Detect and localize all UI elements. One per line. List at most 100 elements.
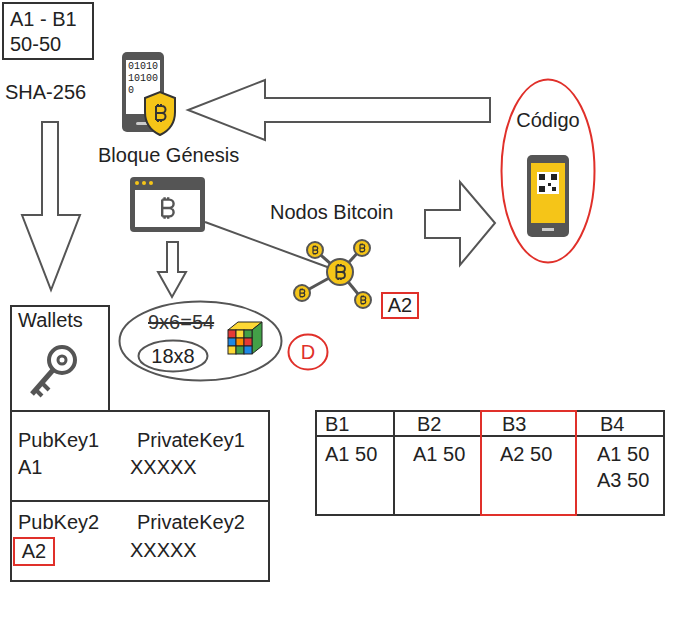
node-text: B1 <box>325 412 349 436</box>
browser-dot <box>135 181 139 185</box>
qr-phone-button <box>542 228 554 231</box>
node-text: A1 <box>18 455 42 479</box>
node-text: A2 <box>22 539 46 564</box>
qr-cell <box>539 186 545 192</box>
node-text: Wallets <box>18 308 83 332</box>
bitcoin-symbol <box>336 264 345 280</box>
node-text: 18x8 <box>151 344 194 368</box>
binary-text: 01010 <box>128 61 158 73</box>
node-text: Código <box>516 108 579 132</box>
binary-text: 10100 <box>128 73 158 85</box>
cube-square <box>244 330 252 338</box>
node-text: XXXXX <box>130 538 197 562</box>
ellipse-shape <box>289 335 328 370</box>
qr-cell <box>539 174 545 180</box>
qr-cell <box>551 174 557 180</box>
marker-circle: D <box>287 333 329 371</box>
bitcoin-coin <box>327 259 353 285</box>
block-column: B1 A1 50 <box>315 410 395 516</box>
block-column: B3 A2 50 <box>480 410 577 516</box>
block-column: B2 A1 50 <box>393 410 482 516</box>
header-rule <box>395 435 480 437</box>
node-text: B4 <box>600 412 624 436</box>
node-text: PubKey2 <box>18 510 99 534</box>
cube-square <box>244 346 252 354</box>
label-text: Bloque Génesis <box>98 143 239 167</box>
bitcoin-coin <box>354 240 370 256</box>
node-text: B3 <box>502 412 526 436</box>
bitcoin-symbol <box>313 246 318 255</box>
key-row: PubKey1 PrivateKey1A1 XXXXX <box>10 410 270 502</box>
node-text: A1 - B1 <box>10 7 77 31</box>
bitcoin-coin <box>355 292 371 308</box>
ellipse-shape <box>120 302 282 381</box>
wallets-box: Wallets <box>10 305 110 412</box>
hollow-arrow-left <box>188 80 490 140</box>
bitcoin-coin <box>307 242 323 258</box>
label-text: Nodos Bitcoin <box>270 200 393 224</box>
browser-content <box>135 190 200 227</box>
label-text: SHA-256 <box>5 80 86 104</box>
key-shaft <box>32 370 53 394</box>
cube-square <box>244 338 252 346</box>
qr-code <box>537 172 559 194</box>
node-text: B2 <box>417 412 441 436</box>
cube-square <box>236 346 244 354</box>
qr-cell <box>552 187 556 191</box>
browser-dot <box>142 181 146 185</box>
key-row: PubKey2 PrivateKey2XXXXX A2 <box>10 500 270 582</box>
key-head <box>49 347 75 373</box>
node-text: A1 50 <box>325 442 377 466</box>
node-text: PrivateKey2 <box>137 510 245 534</box>
key-tooth <box>42 383 49 390</box>
node-text: A2 50 <box>500 442 552 466</box>
bitcoin-symbol <box>300 289 305 298</box>
key-hole <box>58 356 66 364</box>
node-text: A1 50 <box>597 442 649 466</box>
node-text: XXXXX <box>130 455 197 479</box>
qr-phone-body <box>527 155 569 237</box>
hollow-arrow-down <box>22 122 80 290</box>
node-text: A1 50 <box>413 442 465 466</box>
code-ellipse: Código <box>500 78 596 264</box>
header-rule <box>317 435 393 437</box>
cube-square <box>236 330 244 338</box>
key-tooth <box>36 390 42 396</box>
bitcoin-coin <box>294 285 310 301</box>
calc-ellipse: 9x6=54 18x8 <box>118 300 283 382</box>
qr-cell <box>548 183 551 186</box>
ellipse-shape <box>139 341 208 372</box>
highlight-box: A2 <box>381 292 419 319</box>
header-rule <box>482 435 575 437</box>
ellipse-outline <box>500 78 596 264</box>
bitcoin-symbol <box>156 104 166 122</box>
node-text: D <box>301 340 315 364</box>
node-text: A3 50 <box>597 468 649 492</box>
cube-side <box>252 322 262 354</box>
binary-text: 0 <box>128 85 134 97</box>
browser-dot <box>149 181 153 185</box>
node-text: A2 <box>388 294 412 317</box>
link-line <box>205 222 330 268</box>
bitcoin-shield <box>145 92 175 135</box>
hollow-arrow-down-small <box>158 242 186 297</box>
ellipse-shape <box>502 80 595 263</box>
bitcoin-symbol <box>162 197 173 219</box>
hollow-arrow-right <box>425 182 495 265</box>
qr-phone-screen <box>531 163 565 223</box>
header-rule <box>577 435 663 437</box>
cube-square <box>228 338 236 346</box>
bitcoin-symbol <box>360 244 365 253</box>
note-box: A1 - B150-50 <box>2 2 94 60</box>
node-text: 9x6=54 <box>148 310 214 334</box>
node-text: PubKey1 <box>18 428 99 452</box>
node-text: PrivateKey1 <box>137 428 245 452</box>
cube-square <box>236 338 244 346</box>
highlight-box: A2 <box>13 537 55 566</box>
browser-window <box>130 177 205 232</box>
cube-square <box>228 346 236 354</box>
node-text: 50-50 <box>10 32 61 56</box>
block-column: B4 A1 50A3 50 <box>575 410 665 516</box>
